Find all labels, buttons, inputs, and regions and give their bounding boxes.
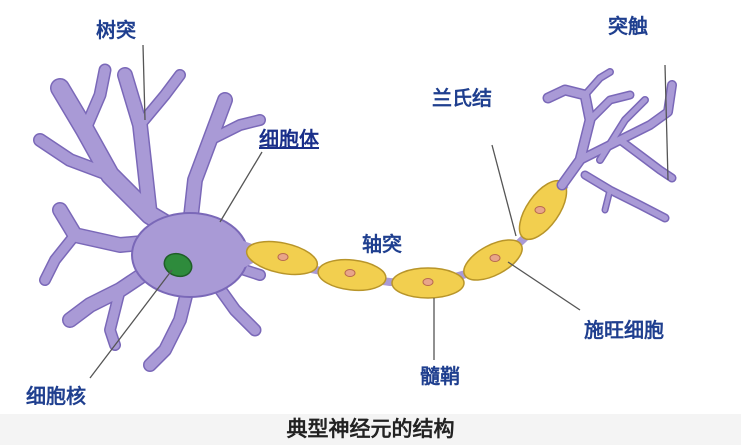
myelin-segments [245, 179, 568, 299]
leader-dendrite [142, 44, 146, 121]
cell-body [131, 212, 249, 298]
schwann-nucleus-2 [344, 269, 356, 277]
diagram-caption: 典型神经元的结构 [286, 417, 455, 441]
schwann-nucleus-4 [489, 254, 501, 262]
label-axon: 轴突 [362, 232, 402, 256]
axon-terminals [542, 68, 677, 223]
schwann-nucleus-5 [534, 206, 546, 214]
label-synapse: 突触 [608, 14, 648, 38]
label-myelin-sheath: 髓鞘 [420, 364, 460, 388]
caption-bar [0, 414, 741, 445]
leader-node-ranvier [491, 144, 517, 237]
leader-nucleus [89, 269, 173, 379]
label-schwann-cell: 施旺细胞 [584, 318, 664, 342]
leader-lines [89, 44, 669, 379]
label-nucleus: 细胞核 [26, 384, 86, 408]
schwann-nucleus-3 [422, 278, 434, 286]
label-cell-body[interactable]: 细胞体 [259, 127, 319, 151]
leader-synapse [664, 64, 669, 181]
label-node-of-ranvier: 兰氏结 [432, 86, 492, 110]
schwann-nucleus-1 [277, 253, 289, 261]
label-dendrite: 树突 [96, 18, 136, 42]
neuron-shape [33, 63, 266, 372]
schwann-nuclei [277, 206, 546, 286]
leader-schwann [507, 261, 581, 311]
leader-cell-body [219, 151, 263, 223]
